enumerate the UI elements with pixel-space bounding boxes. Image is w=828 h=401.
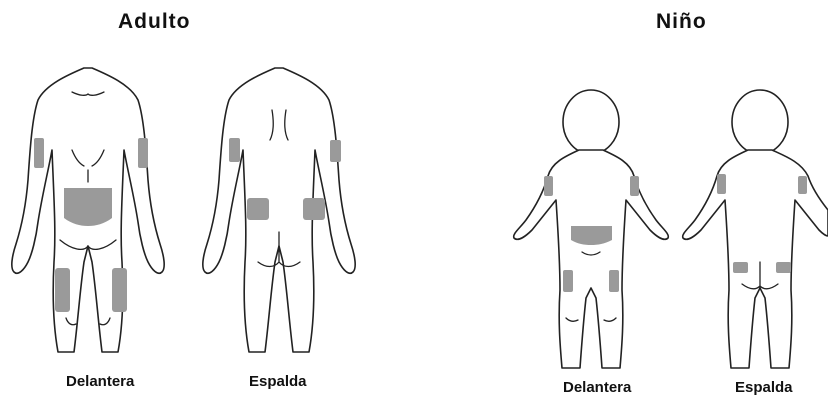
adult-back-right-arm-site — [330, 140, 341, 162]
child-back-left-arm-site — [717, 174, 726, 194]
child-front-label: Delantera — [563, 379, 631, 396]
child-back-right-hip-site — [776, 262, 791, 273]
child-back-left-hip-site — [733, 262, 748, 273]
adult-back-left-hip-site — [247, 198, 269, 220]
adult-front-left-thigh-site — [55, 268, 70, 312]
child-front-abdomen-site — [571, 226, 612, 245]
adult-back-left-arm-site — [229, 138, 240, 162]
adult-front-abdomen-site — [64, 188, 112, 226]
adult-front-label: Delantera — [66, 373, 134, 390]
child-back-label: Espalda — [735, 379, 793, 396]
child-front-left-arm-site — [544, 176, 553, 196]
child-front-figure — [514, 90, 669, 368]
adult-back-label: Espalda — [249, 373, 307, 390]
child-back-figure — [683, 90, 828, 368]
adult-front-right-arm-site — [138, 138, 148, 168]
adult-back-right-hip-site — [303, 198, 325, 220]
adult-front-left-arm-site — [34, 138, 44, 168]
child-front-left-thigh-site — [563, 270, 573, 292]
adult-back-figure — [203, 68, 355, 352]
child-back-right-arm-site — [798, 176, 807, 194]
child-front-right-thigh-site — [609, 270, 619, 292]
adult-front-right-thigh-site — [112, 268, 127, 312]
child-front-right-arm-site — [630, 176, 639, 196]
adult-front-figure — [12, 68, 164, 352]
